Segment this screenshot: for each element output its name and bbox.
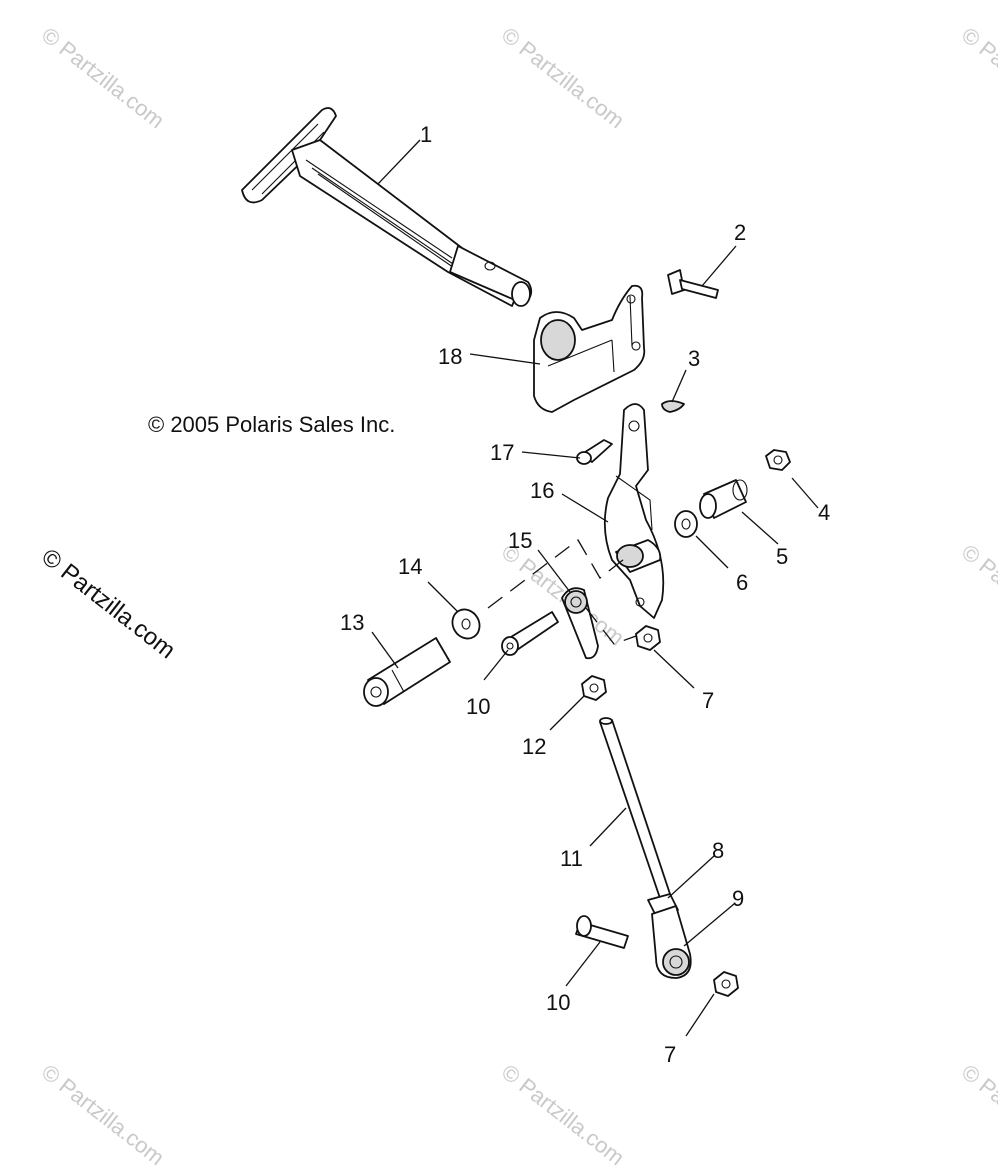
callout-10-upper: 10	[466, 694, 490, 719]
callout-7-lower: 7	[664, 1042, 676, 1067]
part-7-nut-upper	[635, 625, 661, 651]
copyright-text: © 2005 Polaris Sales Inc.	[148, 412, 395, 437]
watermark-left-dark: © Partzilla.com	[36, 543, 180, 664]
part-14-washer	[451, 608, 481, 640]
part-18-bracket	[533, 284, 646, 413]
part-4-nut	[765, 449, 791, 471]
callout-2: 2	[734, 220, 746, 245]
part-10-bolt-upper	[501, 611, 559, 656]
callout-10-lower: 10	[546, 990, 570, 1015]
callout-12: 12	[522, 734, 546, 759]
part-10-bolt-lower	[575, 915, 629, 949]
watermark-bottom-left: © Partzilla.com	[37, 1059, 169, 1170]
callout-11: 11	[560, 846, 583, 871]
part-7-nut-lower	[713, 971, 739, 997]
callout-3: 3	[688, 346, 700, 371]
part-9-rod-end-lower	[651, 905, 692, 979]
part-17-pin	[576, 439, 613, 465]
callout-13: 13	[340, 610, 364, 635]
callout-5: 5	[776, 544, 788, 569]
part-11-rod	[599, 717, 673, 905]
watermark-bottom-right: © Partzilla.com	[957, 1059, 998, 1170]
callout-17: 17	[490, 440, 514, 465]
leader-lines	[371, 139, 819, 1037]
part-15-rod-end	[561, 587, 599, 660]
callout-7-upper: 7	[702, 688, 714, 713]
part-5-bushing	[699, 479, 748, 519]
part-13-spacer	[363, 637, 451, 707]
part-2-rivet	[667, 269, 719, 299]
callout-4: 4	[818, 500, 830, 525]
part-1-pedal	[241, 107, 533, 307]
watermark-bottom-center: © Partzilla.com	[497, 1059, 629, 1170]
watermark-mid-right: © Partzilla.com	[957, 539, 998, 650]
callout-18: 18	[438, 344, 462, 369]
callout-6: 6	[736, 570, 748, 595]
callout-1: 1	[420, 122, 432, 147]
watermarks: © Partzilla.com © Partzilla.com © Partzi…	[37, 22, 998, 1170]
callout-15: 15	[508, 528, 532, 553]
part-6-washer	[674, 510, 698, 538]
assembly-lines	[487, 539, 637, 645]
part-12-nut	[581, 675, 607, 701]
callout-8: 8	[712, 838, 724, 863]
part-16-pivot-bracket	[603, 403, 665, 619]
watermark-top-right: © Partzilla.com	[957, 22, 998, 133]
part-3-clip	[661, 400, 685, 413]
callouts: 1 2 3 4 5 6 7 7 8 9 10 10 11 12 13 14 15…	[340, 122, 830, 1067]
callout-9: 9	[732, 886, 744, 911]
watermark-top-left: © Partzilla.com	[37, 22, 169, 133]
callout-14: 14	[398, 554, 422, 579]
callout-16: 16	[530, 478, 554, 503]
watermark-top-center: © Partzilla.com	[497, 22, 629, 133]
